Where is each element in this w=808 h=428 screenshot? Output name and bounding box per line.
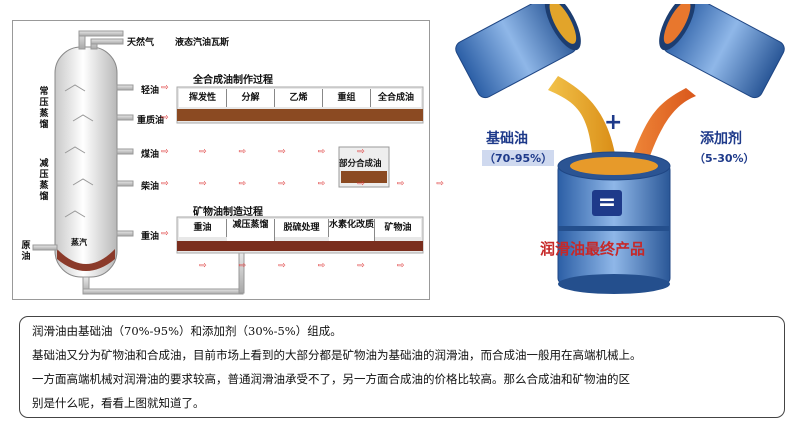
mineral-step-3: 脱硫处理 xyxy=(275,219,329,237)
label-vacuum-distillation: 减压蒸馏 xyxy=(39,159,49,202)
synthetic-process-title: 全合成油制作过程 xyxy=(193,75,273,86)
mineral-step-4: 水素化改质 xyxy=(329,219,375,241)
label-atmospheric-distillation: 常压蒸馏 xyxy=(39,87,49,130)
arrow-icon: ⇨ xyxy=(161,113,169,123)
final-product-label: 润滑油最终产品 xyxy=(540,240,646,258)
arrow-icon: ⇨ xyxy=(161,147,169,157)
mineral-step-1: 重油 xyxy=(179,219,227,237)
arrow-icon: ⇨ xyxy=(161,83,169,93)
description-box: 润滑油由基础油（70%-95%）和添加剂（30%-5%）组成。 基础油又分为矿物… xyxy=(19,316,785,418)
synthetic-step-1: 挥发性 xyxy=(179,89,227,107)
arrow-icon: ⇨ xyxy=(161,179,169,189)
base-oil-label: 基础油 xyxy=(486,131,528,147)
label-natural-gas: 天然气 xyxy=(127,38,155,48)
label-crude-oil: 原油 xyxy=(21,241,31,262)
description-line-2: 基础油又分为矿物油和合成油，目前市场上看到的大部分都是矿物油为基础油的润滑油，而… xyxy=(32,348,642,362)
synthetic-step-2: 分解 xyxy=(227,89,275,107)
arrow-row-icon: ⇨⇨⇨⇨⇨⇨ xyxy=(199,261,437,271)
additive-label: 添加剂 xyxy=(700,131,742,147)
mineral-step-2: 减压蒸馏 xyxy=(227,219,275,241)
refining-diagram: 天然气 液态汽油瓦斯 轻油 重质油 煤油 柴油 重油 常压蒸馏 减压蒸馏 蒸汽 … xyxy=(12,20,444,300)
output-light-oil: 轻油 xyxy=(141,86,160,96)
description-line-3: 一方面高端机械对润滑油的要求较高，普通润滑油承受不了，另一方面合成油的价格比较高… xyxy=(32,372,630,386)
mineral-step-5: 矿物油 xyxy=(375,219,421,237)
output-heavy-oil: 重油 xyxy=(141,232,160,242)
equals-icon: = xyxy=(592,190,622,216)
additive-percent: （5-30%） xyxy=(694,152,755,165)
arrow-row-icon: ⇨⇨⇨⇨⇨⇨⇨ xyxy=(199,179,476,189)
output-diesel: 柴油 xyxy=(141,182,160,192)
synthetic-step-5: 全合成油 xyxy=(371,89,421,107)
lubricant-mixing-illustration xyxy=(455,4,785,294)
output-heavy-oil-fraction: 重质油 xyxy=(137,116,165,126)
arrow-icon: ⇨ xyxy=(161,229,169,239)
label-steam: 蒸汽 xyxy=(71,238,87,247)
semi-synthetic-label: 部分合成油 xyxy=(339,159,382,169)
base-oil-percent: （70-95%） xyxy=(482,150,555,166)
synthetic-step-3: 乙烯 xyxy=(275,89,323,107)
description-line-4: 别是什么呢，看看上图就知道了。 xyxy=(32,396,205,410)
label-lpg: 液态汽油瓦斯 xyxy=(175,38,230,48)
output-kerosene: 煤油 xyxy=(141,150,160,160)
description-line-1: 润滑油由基础油（70%-95%）和添加剂（30%-5%）组成。 xyxy=(32,324,342,338)
mineral-process-title: 矿物油制造过程 xyxy=(193,207,263,218)
synthetic-step-4: 重组 xyxy=(323,89,371,107)
arrow-row-icon: ⇨⇨⇨⇨⇨ xyxy=(199,147,397,157)
plus-icon: + xyxy=(604,110,623,135)
